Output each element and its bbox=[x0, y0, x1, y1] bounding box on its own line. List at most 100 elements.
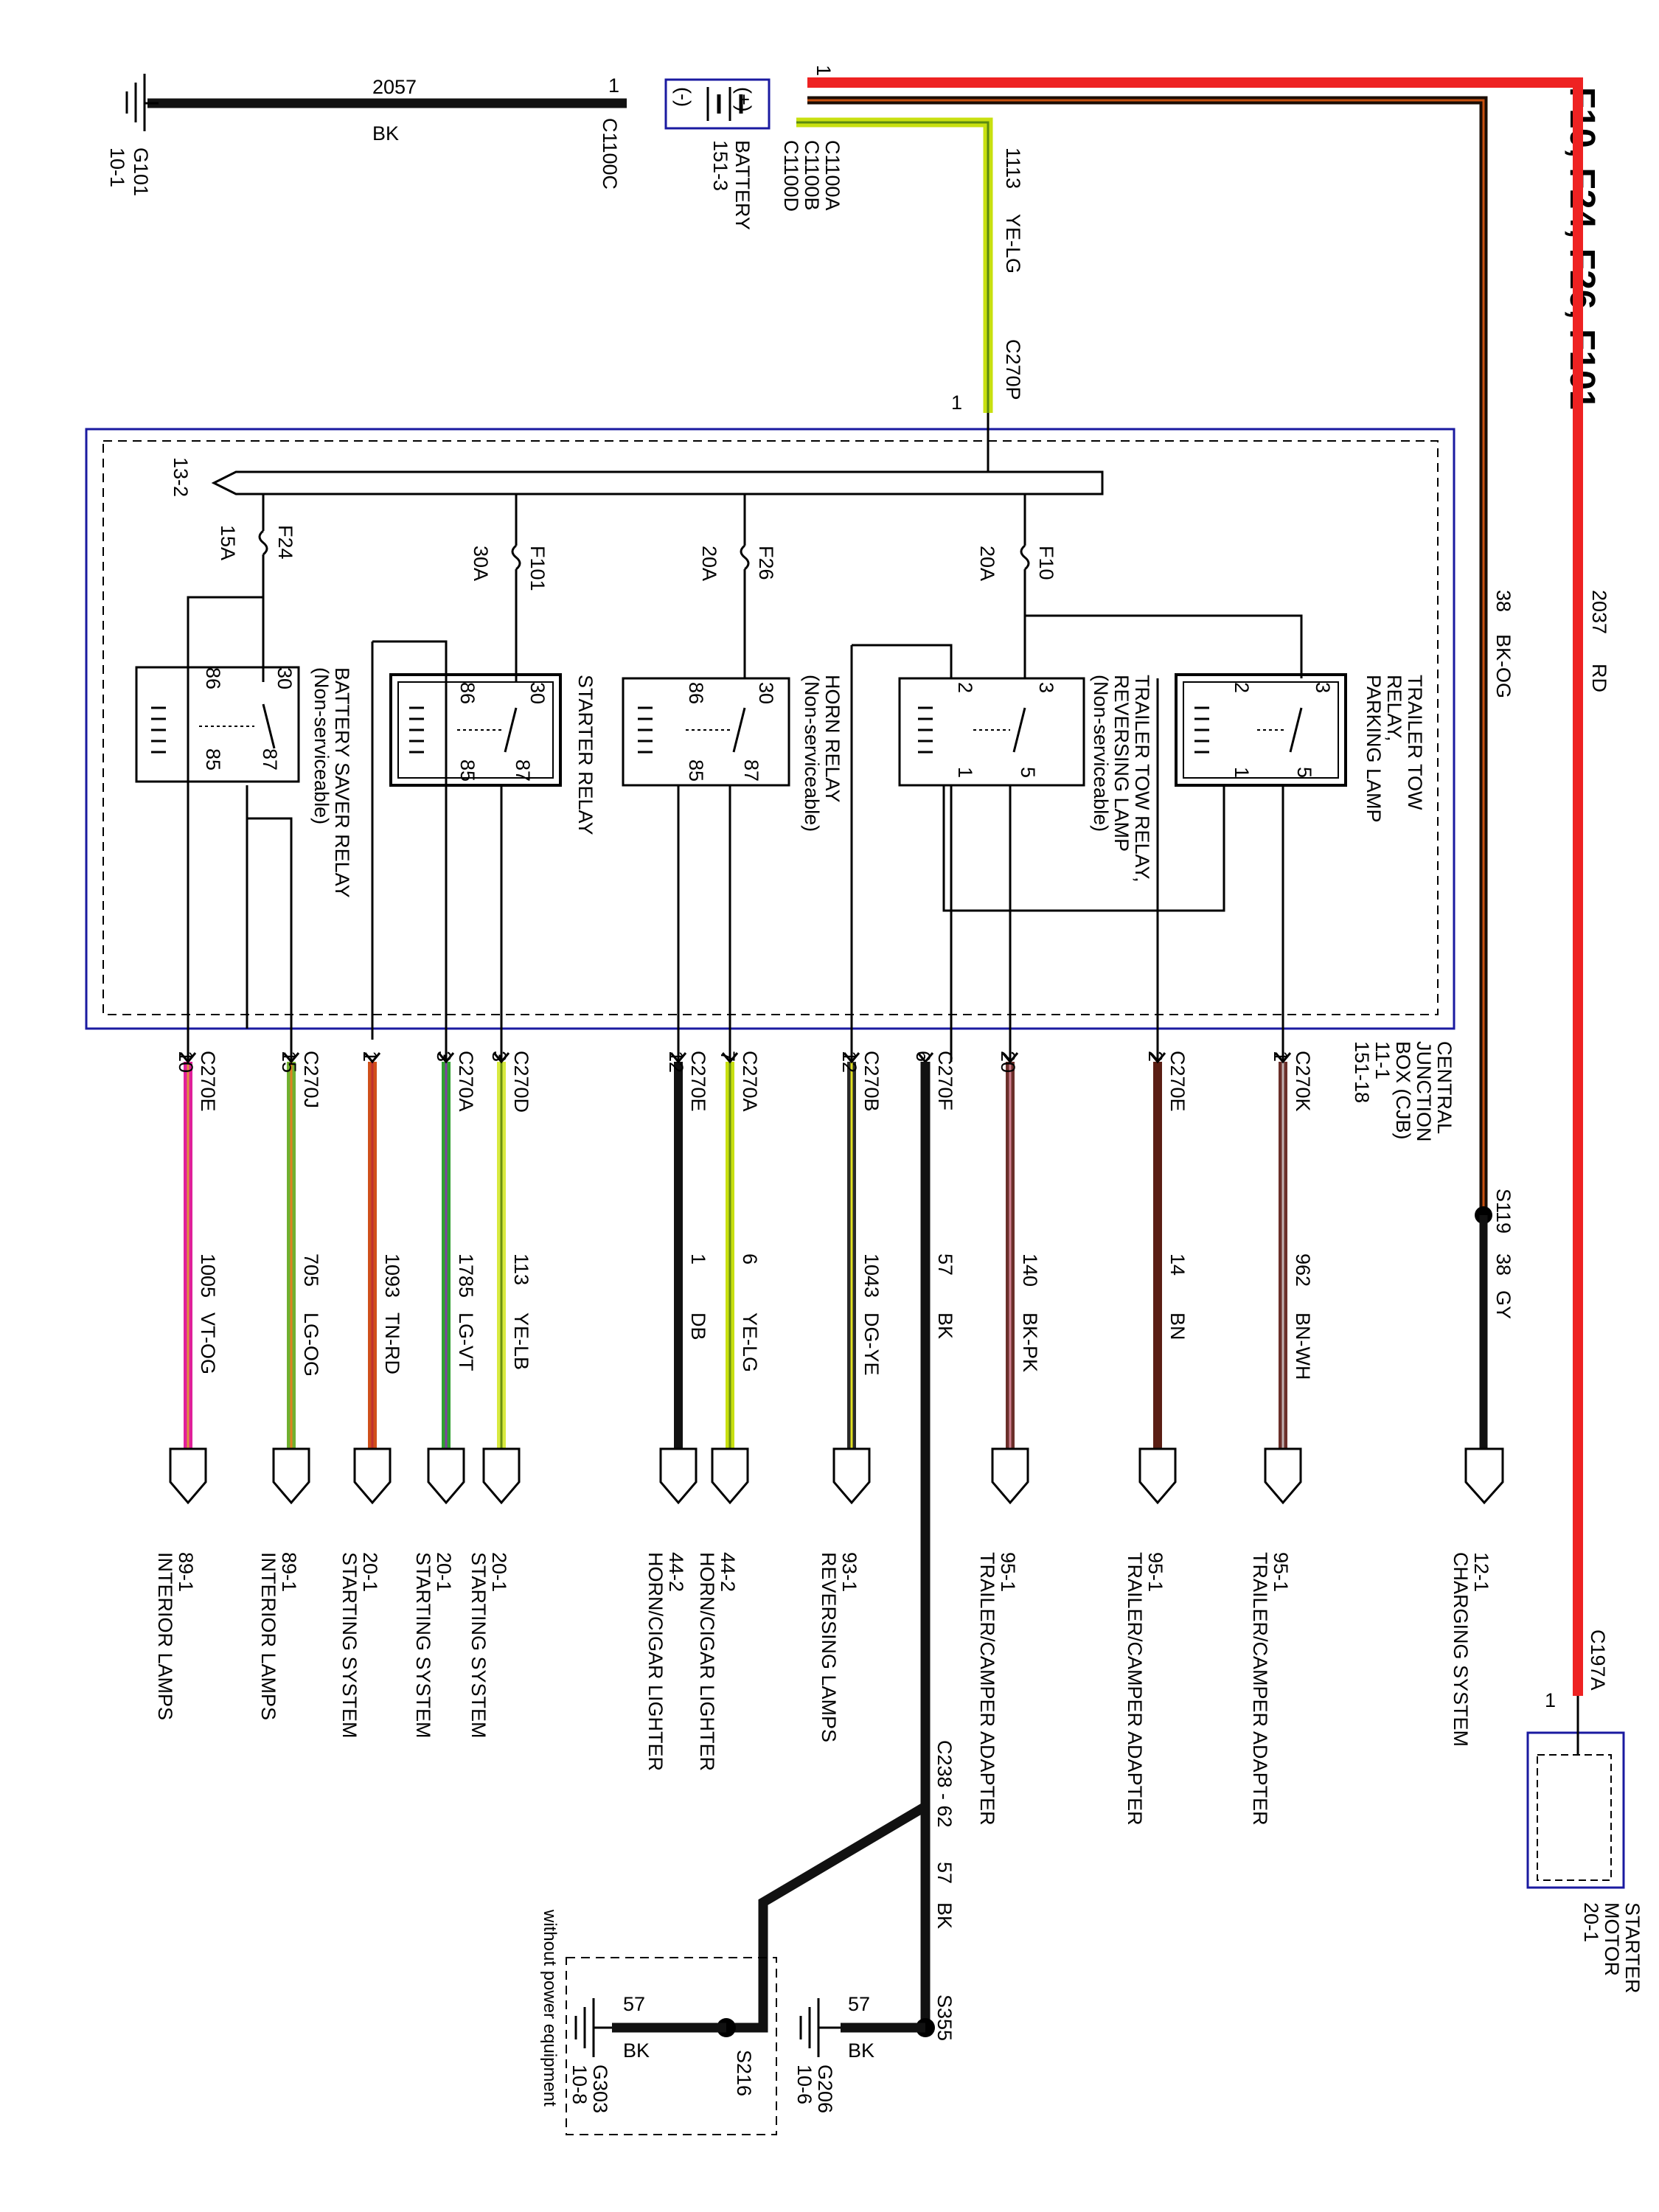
label-2037-color: RD bbox=[1588, 664, 1610, 692]
optional-ground-box bbox=[566, 1957, 777, 2135]
battery-name: BATTERY bbox=[731, 140, 754, 230]
g303-page: 10-8 bbox=[568, 2065, 591, 2104]
connector-mark-icon bbox=[437, 1052, 455, 1064]
fuse-f101-rating: 30A bbox=[470, 546, 492, 581]
destination-label: TRAILER/CAMPER ADAPTER bbox=[976, 1552, 998, 1826]
circuit-label: 14 bbox=[1166, 1253, 1189, 1276]
relay-names: TRAILER TOW RELAY, PARKING LAMP TRAILER … bbox=[310, 667, 1426, 898]
destination-page: 95-1 bbox=[997, 1552, 1019, 1592]
s355-color: BK bbox=[848, 2039, 874, 2062]
wire-57-lower bbox=[726, 1062, 931, 2033]
cjb-inner-dashed bbox=[102, 440, 1439, 1015]
destination-page: 44-2 bbox=[717, 1552, 739, 1592]
svg-text:85: 85 bbox=[202, 748, 224, 771]
cjb-internal-wires bbox=[187, 596, 1303, 1062]
circuit-label: 705 bbox=[300, 1253, 322, 1287]
relay-reversing-name-2: REVERSING LAMP bbox=[1110, 675, 1133, 852]
svg-text:86: 86 bbox=[456, 682, 479, 704]
c238-label: C238 - 62 bbox=[933, 1740, 956, 1828]
wire-1113-yelg bbox=[796, 117, 993, 413]
label-2037: 2037 bbox=[1588, 590, 1610, 634]
color-label: BN-WH bbox=[1292, 1312, 1314, 1380]
svg-text:3: 3 bbox=[1312, 682, 1334, 693]
connector-mark-icon bbox=[282, 1052, 300, 1064]
relay-parking-name-3: PARKING LAMP bbox=[1363, 675, 1385, 823]
destination-arrow-icon bbox=[659, 1447, 698, 1505]
destination-page: 95-1 bbox=[1144, 1552, 1166, 1592]
s216-label: S216 bbox=[733, 2050, 755, 2096]
destination-label: STARTING SYSTEM bbox=[338, 1552, 361, 1739]
relay-trailer-reversing bbox=[898, 677, 1085, 787]
svg-text:11-1: 11-1 bbox=[1371, 1041, 1394, 1079]
fuse-f24: F24 bbox=[274, 525, 296, 560]
pin-label: 7 bbox=[717, 1051, 739, 1062]
charging-dest: CHARGING SYSTEM bbox=[1450, 1552, 1472, 1747]
color-label: VT-OG bbox=[197, 1312, 219, 1374]
relay-batsaver-name-1: BATTERY SAVER RELAY bbox=[331, 667, 353, 898]
bat-pin-1: 1 bbox=[813, 65, 835, 76]
color-label: TN-RD bbox=[381, 1312, 403, 1374]
connector-label: C270A bbox=[455, 1051, 477, 1112]
circuit-label: 6 bbox=[739, 1253, 761, 1265]
relay-starter bbox=[389, 673, 562, 787]
color-label: BK bbox=[934, 1312, 956, 1339]
connector-label: C270K bbox=[1292, 1051, 1314, 1112]
pin-label: 15 bbox=[278, 1051, 300, 1073]
ground-g101-icon bbox=[125, 74, 159, 131]
relay-horn-name-2: (Non-serviceable) bbox=[801, 675, 823, 832]
pin-label: 1 bbox=[1270, 1051, 1292, 1062]
s355-label: S355 bbox=[933, 1994, 956, 2041]
s216-color: BK bbox=[623, 2039, 650, 2062]
relay-battery-saver bbox=[135, 666, 300, 783]
svg-text:BOX (CJB): BOX (CJB) bbox=[1392, 1041, 1414, 1140]
pin-label: 3 bbox=[488, 1051, 510, 1062]
pin-label: 6 bbox=[912, 1051, 934, 1062]
destination-arrow-icon bbox=[1264, 1447, 1302, 1505]
connector-mark-icon bbox=[1149, 1052, 1166, 1064]
c238-circuit: 57 bbox=[933, 1862, 956, 1884]
pin-label: 2 bbox=[1144, 1051, 1166, 1062]
cjb-ref: 13-2 bbox=[170, 457, 192, 497]
svg-text:85: 85 bbox=[456, 759, 479, 782]
bus-bar bbox=[211, 413, 1104, 495]
charging-circuit: 38 bbox=[1492, 1253, 1514, 1276]
destination-label: TRAILER/CAMPER ADAPTER bbox=[1124, 1552, 1146, 1826]
color-label: YE-LB bbox=[510, 1312, 532, 1370]
starter-motor-name-3: 20-1 bbox=[1580, 1902, 1602, 1942]
color-label: YE-LG bbox=[739, 1312, 761, 1372]
s216-circuit: 57 bbox=[623, 1993, 645, 2015]
c197a-label: C197A bbox=[1587, 1630, 1609, 1691]
relay-parking-name-1: TRAILER TOW bbox=[1404, 675, 1426, 810]
s216-note: without power equipment bbox=[540, 1909, 560, 2107]
svg-text:1: 1 bbox=[954, 767, 976, 778]
battery-minus: (-) bbox=[672, 87, 695, 107]
connector-label: C270A bbox=[739, 1051, 761, 1112]
relay-trailer-parking bbox=[1175, 673, 1347, 787]
destination-arrow-icon bbox=[1138, 1447, 1177, 1505]
battery-page: 151-3 bbox=[709, 140, 731, 191]
svg-text:5: 5 bbox=[1293, 767, 1315, 778]
destination-label: INTERIOR LAMPS bbox=[257, 1552, 279, 1720]
label-2057-color: BK bbox=[372, 122, 399, 145]
circuit-label: 57 bbox=[934, 1253, 956, 1276]
pin-label: 12 bbox=[838, 1051, 860, 1073]
label-2057: 2057 bbox=[372, 76, 417, 98]
charging-arrow-icon bbox=[1464, 1447, 1504, 1505]
destination-page: 93-1 bbox=[838, 1552, 860, 1592]
pin-label: 3 bbox=[433, 1051, 455, 1062]
s355-circuit: 57 bbox=[848, 1993, 870, 2015]
connector-mark-icon bbox=[1274, 1052, 1292, 1064]
battery-plus: (+) bbox=[733, 87, 755, 112]
label-1113: 1113 bbox=[1002, 147, 1024, 189]
fuse-drops bbox=[258, 494, 1030, 682]
svg-text:2: 2 bbox=[954, 682, 976, 693]
relay-parking-name-2: RELAY, bbox=[1383, 675, 1405, 742]
pin-label: 12 bbox=[665, 1051, 687, 1073]
starter-motor bbox=[1526, 1696, 1625, 1889]
destination-arrow-icon bbox=[169, 1447, 207, 1505]
